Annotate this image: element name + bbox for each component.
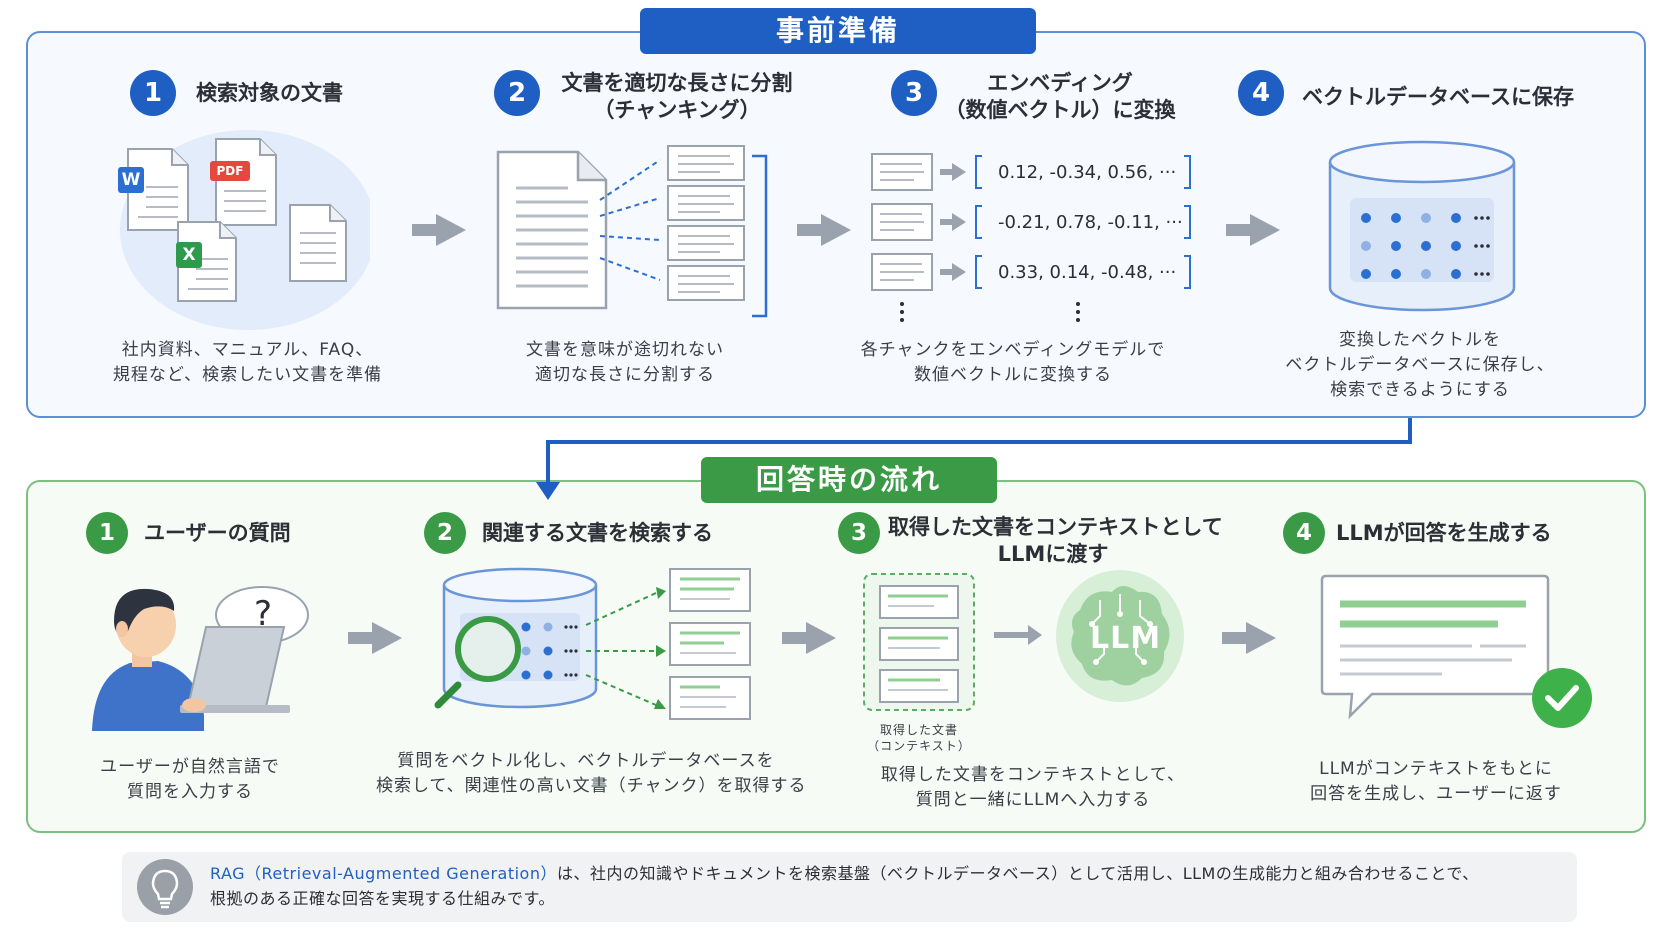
embedding-illustration	[871, 153, 1191, 322]
prep-step2-caption-line1: 文書を意味が途切れない	[526, 340, 724, 360]
vector-row-1: 0.12, -0.34, 0.56, ···	[998, 162, 1177, 183]
word-badge: W	[121, 170, 141, 190]
check-icon	[1532, 668, 1592, 728]
answer-step1-caption: ユーザーが自然言語で 質問を入力する	[80, 755, 300, 805]
footer-text-line1: は、社内の知識やドキュメントを検索基盤（ベクトルデータベース）として活用し、LL…	[557, 864, 1479, 883]
vector-row-2: -0.21, 0.78, -0.11, ···	[998, 212, 1183, 233]
chunking-illustration	[496, 145, 768, 318]
prep-step1-caption-line2: 規程など、検索したい文書を準備	[112, 365, 383, 385]
answer-step4-caption-line2: 回答を生成し、ユーザーに返す	[1310, 784, 1562, 804]
preparation-banner: 事前準備	[640, 8, 1036, 54]
answer-step1-title: ユーザーの質問	[144, 521, 291, 545]
embedding-arrows	[940, 163, 966, 281]
prep-step2-title: 文書を適切な長さに分割 （チャンキング）	[552, 70, 802, 124]
context-to-llm-illustration	[863, 570, 1184, 711]
prep-step3-number: 3	[891, 70, 937, 116]
pdf-document-icon	[210, 138, 277, 226]
context-label-line2: （コンテキスト）	[867, 739, 971, 753]
prep-step2-title-line2: （チャンキング）	[593, 98, 761, 122]
prep-step1-number: 1	[130, 70, 176, 116]
footer-description: RAG（Retrieval-Augmented Generation）は、社内の…	[210, 861, 1580, 911]
answer-step4-number: 4	[1283, 512, 1325, 554]
source-document-icon	[496, 150, 608, 310]
answer-step2-title: 関連する文書を検索する	[482, 521, 713, 545]
prep-step4-title: ベクトルデータベースに保存	[1302, 85, 1574, 109]
context-label-line1: 取得した文書	[879, 723, 958, 737]
prep-step3-title: エンベディング （数値ベクトル）に変換	[940, 70, 1180, 124]
answer-step3-title: 取得した文書をコンテキストとして LLMに渡す	[888, 514, 1223, 568]
llm-brain-icon	[1056, 570, 1184, 702]
context-to-llm-arrow	[994, 625, 1042, 645]
documents-illustration	[118, 130, 370, 330]
answer-step3-number: 3	[838, 512, 880, 554]
answer-step2-caption: 質問をベクトル化し、ベクトルデータベースを 検索して、関連性の高い文書（チャンク…	[376, 749, 807, 799]
prep-step3-caption: 各チャンクをエンベディングモデルで 数値ベクトルに変換する	[848, 338, 1178, 388]
user-question-illustration	[92, 586, 309, 731]
pdf-badge: PDF	[216, 164, 244, 178]
vector-row-3: 0.33, 0.14, -0.48, ···	[998, 262, 1177, 283]
footer-note-box	[122, 852, 1577, 922]
prep-step2-number: 2	[494, 70, 540, 116]
user-person-icon	[92, 588, 204, 731]
excel-badge: X	[182, 245, 196, 265]
answer-step3-caption-line1: 取得した文書をコンテキストとして、	[880, 765, 1186, 785]
answer-step3-caption-line2: 質問と一緒にLLMへ入力する	[915, 790, 1151, 810]
answer-step1-caption-line1: ユーザーが自然言語で	[100, 757, 280, 777]
answer-flow-banner: 回答時の流れ	[701, 457, 997, 503]
footer-text-line2: 根拠のある正確な回答を実現する仕組みです。	[210, 889, 555, 908]
prep-step3-caption-line2: 数値ベクトルに変換する	[914, 365, 1112, 385]
magnifier-icon	[434, 616, 521, 709]
laptop-icon	[180, 626, 290, 713]
search-database-illustration	[434, 567, 751, 720]
prep-step2-caption-line2: 適切な長さに分割する	[535, 365, 715, 385]
answer-bubble-icon	[1320, 574, 1550, 720]
answer-step2-number: 2	[424, 512, 466, 554]
answer-step1-caption-line2: 質問を入力する	[127, 782, 253, 802]
prep-step4-caption-line3: 検索できるようにする	[1330, 380, 1510, 400]
chunk-split-lines	[599, 159, 661, 281]
prep-step3-title-line1: エンベディング	[987, 71, 1133, 95]
llm-answer-illustration	[1320, 574, 1592, 728]
prep-step4-number: 4	[1238, 70, 1284, 116]
lightbulb-icon	[137, 859, 193, 915]
prep-step2-caption: 文書を意味が途切れない 適切な長さに分割する	[480, 338, 770, 388]
answer-step2-caption-line2: 検索して、関連性の高い文書（チャンク）を取得する	[376, 776, 807, 796]
prep-step4-caption: 変換したベクトルを ベクトルデータベースに保存し、 検索できるようにする	[1270, 328, 1570, 403]
plain-document-icon	[289, 204, 347, 282]
context-label: 取得した文書 （コンテキスト）	[862, 722, 976, 754]
answer-step4-title: LLMが回答を生成する	[1336, 521, 1552, 545]
answer-step4-caption-line1: LLMがコンテキストをもとに	[1319, 759, 1553, 779]
answer-step3-caption: 取得した文書をコンテキストとして、 質問と一緒にLLMへ入力する	[868, 763, 1198, 813]
vector-brackets	[975, 155, 1191, 289]
prep-step1-caption-line1: 社内資料、マニュアル、FAQ、	[121, 340, 374, 360]
prep-step3-title-line2: （数値ベクトル）に変換	[944, 98, 1176, 122]
prep-step1-caption: 社内資料、マニュアル、FAQ、 規程など、検索したい文書を準備	[90, 338, 405, 388]
llm-label: LLM	[1090, 621, 1162, 656]
prep-step3-caption-line1: 各チャンクをエンベディングモデルで	[860, 340, 1166, 360]
chunk-bracket	[752, 154, 768, 318]
prep-step4-caption-line1: 変換したベクトルを	[1339, 330, 1501, 350]
prep-step1-title: 検索対象の文書	[196, 81, 343, 105]
question-mark: ?	[253, 594, 273, 634]
vector-database-icon	[1328, 140, 1516, 312]
prep-step2-title-line1: 文書を適切な長さに分割	[561, 71, 793, 95]
prep-step4-caption-line2: ベクトルデータベースに保存し、	[1285, 355, 1555, 375]
excel-document-icon	[176, 221, 237, 302]
answer-step3-title-line1: 取得した文書をコンテキストとして	[888, 515, 1223, 539]
vertical-ellipsis	[900, 302, 1080, 322]
answer-step4-caption: LLMがコンテキストをもとに 回答を生成し、ユーザーに返す	[1276, 757, 1596, 807]
answer-step2-caption-line1: 質問をベクトル化し、ベクトルデータベースを	[397, 751, 775, 771]
answer-step3-title-line2: LLMに渡す	[997, 542, 1109, 566]
word-document-icon	[118, 148, 189, 231]
footer-rag-term: RAG（Retrieval-Augmented Generation）	[210, 864, 557, 883]
answer-step1-number: 1	[86, 512, 128, 554]
retrieval-lines	[585, 592, 657, 706]
